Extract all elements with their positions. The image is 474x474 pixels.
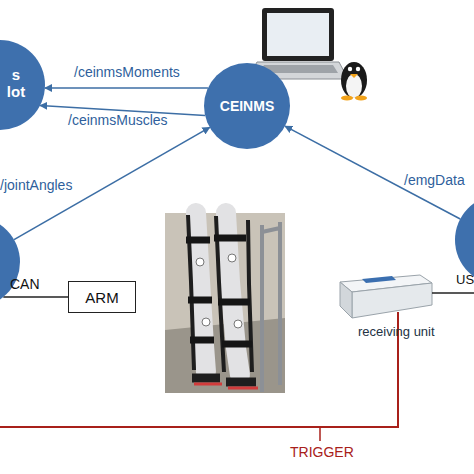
node-label: s lot	[1, 66, 31, 100]
message-arrow	[45, 87, 208, 89]
electrode	[196, 258, 204, 266]
device-front	[352, 283, 432, 318]
circle-outline	[455, 195, 474, 285]
node-label: CEINMS	[220, 98, 274, 114]
circle-shape	[0, 217, 20, 307]
trigger-tick	[319, 427, 321, 441]
device-side	[340, 282, 352, 318]
circle-shape	[455, 195, 474, 285]
walker-frame	[262, 222, 280, 392]
annotation-label: TRIGGER	[290, 444, 354, 460]
penguin-foot	[341, 96, 353, 101]
exoskeleton-strap	[186, 238, 252, 344]
circle-outline	[0, 217, 20, 307]
topic-label: /ceinmsMuscles	[68, 112, 168, 128]
topic-node: s lot	[0, 40, 45, 130]
usb-wire	[432, 292, 474, 294]
penguin-foot	[355, 96, 367, 101]
topic-node	[455, 195, 474, 285]
penguin-eye	[348, 67, 352, 71]
hardware-box: ARM	[68, 281, 136, 313]
topic-label: CAN	[10, 276, 40, 292]
electrode	[234, 320, 242, 328]
topic-node	[0, 217, 20, 307]
annotation-label: receiving unit	[358, 324, 435, 339]
shoe	[192, 378, 256, 382]
circle-shape	[204, 63, 290, 149]
electrode	[202, 318, 210, 326]
laptop-screen-frame	[262, 8, 334, 61]
penguin-body	[341, 62, 367, 98]
annotation-label: US	[456, 272, 474, 287]
node-text-holder: ARM	[85, 289, 118, 306]
penguin-eye	[356, 67, 360, 71]
device-logo	[362, 276, 396, 283]
topic-label: /jointAngles	[0, 177, 72, 193]
message-arrow	[3, 296, 68, 298]
laptop-screen	[267, 13, 329, 56]
trigger-wire	[0, 312, 398, 427]
topic-label: /emgData	[404, 172, 465, 188]
topic-node: CEINMS	[204, 63, 290, 149]
sandal-sole	[194, 384, 258, 388]
photo-background	[165, 213, 285, 393]
node-label: ARM	[85, 289, 118, 306]
penguin-beak	[350, 74, 358, 78]
penguin-belly	[346, 74, 362, 98]
electrode	[228, 254, 236, 262]
topic-label: /ceinmsMoments	[74, 64, 180, 80]
node-text-holder: CEINMS	[220, 98, 274, 114]
circle-shape	[0, 40, 45, 130]
node-text-holder: s lot	[1, 66, 31, 100]
